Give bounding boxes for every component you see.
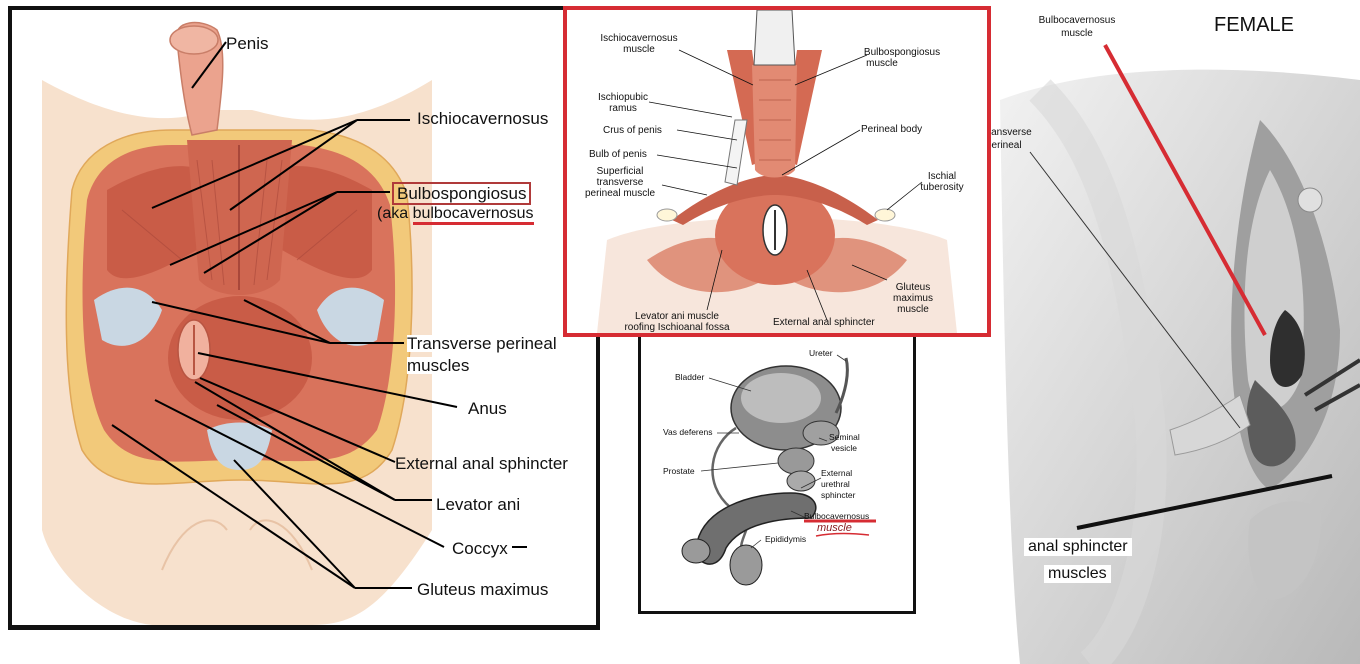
label-top-levator-l2: roofing Ischioanal fossa bbox=[624, 322, 730, 333]
label-top-bulb: Bulb of penis bbox=[589, 149, 647, 160]
label-aka-name: bulbocavernosus bbox=[412, 205, 534, 225]
male-urogenital-panel: Ureter Bladder Vas deferens Seminal vesi… bbox=[638, 330, 916, 614]
label-prostate: Prostate bbox=[663, 466, 695, 476]
label-muscle-handwritten: muscle bbox=[817, 522, 852, 534]
label-top-superficial-l2: transverse bbox=[596, 177, 644, 188]
label-vas-deferens: Vas deferens bbox=[663, 427, 713, 437]
label-female-bulbo-l2: muscle bbox=[1061, 28, 1093, 39]
label-top-gluteus-l2: maximus bbox=[892, 293, 933, 304]
label-ext-urethral-l3: sphincter bbox=[821, 490, 856, 500]
female-perineum-illustration bbox=[1000, 44, 1360, 664]
label-seminal-l2: vesicle bbox=[831, 443, 857, 453]
label-top-gluteus-l3: muscle bbox=[897, 304, 929, 315]
label-gluteus-maximus: Gluteus maximus bbox=[417, 580, 549, 599]
label-seminal-l1: Seminal bbox=[829, 432, 860, 442]
label-top-superficial-l1: Superficial bbox=[596, 166, 644, 177]
male-perineum-illustration bbox=[42, 21, 527, 625]
label-ext-urethral-l1: External bbox=[821, 468, 853, 478]
label-top-ischial-l2: tuberosity bbox=[920, 182, 964, 193]
label-bladder: Bladder bbox=[675, 372, 705, 382]
label-female-title: FEMALE bbox=[1214, 14, 1295, 36]
label-anal-sphincter-l1: anal sphincter bbox=[1024, 538, 1132, 556]
label-coccyx: Coccyx bbox=[452, 539, 508, 558]
label-aka-prefix: (aka bbox=[377, 205, 413, 222]
label-top-ischio-l1: Ischiocavernosus bbox=[600, 33, 678, 44]
label-top-levator-l1: Levator ani muscle bbox=[635, 311, 719, 322]
label-top-ischial-l1: Ischial bbox=[927, 171, 957, 182]
label-top-gluteus-l1: Gluteus bbox=[895, 282, 931, 293]
male-perineum-panel: Penis Ischiocavernosus Bulbospongiosus (… bbox=[8, 6, 600, 630]
label-top-ischiopubic-l1: Ischiopubic bbox=[597, 92, 649, 103]
label-ext-urethral-l2: urethral bbox=[821, 479, 850, 489]
label-top-crus: Crus of penis bbox=[603, 125, 662, 136]
label-aka: (aka bulbocavernosus bbox=[377, 205, 534, 225]
label-penis: Penis bbox=[226, 34, 269, 53]
label-top-superficial-l3: perineal muscle bbox=[584, 188, 656, 199]
label-ischiocavernosus: Ischiocavernosus bbox=[417, 109, 549, 128]
label-bulbocavernosus: Bulbocavernosus bbox=[804, 511, 870, 521]
label-levator-ani: Levator ani bbox=[436, 495, 521, 514]
label-top-ischio-l2: muscle bbox=[623, 44, 655, 55]
label-anal-sphincter-l2: muscles bbox=[1044, 565, 1111, 583]
label-ureter: Ureter bbox=[809, 348, 833, 358]
label-anus: Anus bbox=[468, 399, 507, 418]
label-female-transverse-l2: perineal bbox=[986, 140, 1022, 151]
label-top-external-anal: External anal sphincter bbox=[773, 317, 875, 328]
label-external-anal-sphincter: External anal sphincter bbox=[395, 454, 568, 473]
perineal-muscles-illustration bbox=[597, 10, 957, 333]
male-urogenital-illustration bbox=[681, 354, 876, 586]
label-top-bulbo-l2: muscle bbox=[866, 58, 898, 69]
label-bulbospongiosus: Bulbospongiosus bbox=[392, 182, 532, 205]
label-transverse-perineal-l2: muscles bbox=[407, 356, 470, 375]
label-top-bulbo-l1: Bulbospongiosus bbox=[863, 47, 941, 58]
label-epididymis: Epididymis bbox=[765, 534, 807, 544]
perineal-muscles-panel: Ischiocavernosus muscle Ischiopubic ramu… bbox=[563, 6, 991, 337]
label-top-perineal-body: Perineal body bbox=[861, 124, 923, 135]
label-female-transverse-l1: Transverse bbox=[982, 127, 1032, 138]
label-female-bulbo-l1: Bulbocavernosus bbox=[1038, 15, 1116, 26]
label-top-ischiopubic-l2: ramus bbox=[609, 103, 637, 114]
label-transverse-perineal-l1: Transverse perineal bbox=[407, 334, 557, 353]
female-perineum-panel: FEMALE Bulbocavernosus muscle Transverse… bbox=[982, 0, 1360, 664]
